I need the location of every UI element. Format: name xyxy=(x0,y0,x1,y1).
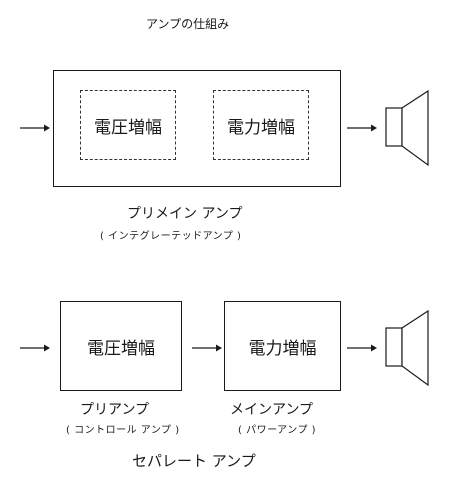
preamp-box: 電圧増幅 xyxy=(60,301,182,391)
speaker-icon xyxy=(385,89,429,167)
preamp-subcaption: ( コントロール アンプ ) xyxy=(66,425,180,436)
output-arrow-icon xyxy=(347,344,377,352)
power-amp-label: 電力増幅 xyxy=(227,117,295,138)
preamp-caption: プリアンプ xyxy=(80,402,150,418)
diagram-title: アンプの仕組み xyxy=(146,17,230,31)
separate-amp-caption: セパレート アンプ xyxy=(132,452,256,470)
input-arrow-icon xyxy=(20,344,50,352)
inter-stage-arrow-icon xyxy=(192,344,222,352)
integrated-amp-caption: プリメイン アンプ xyxy=(127,206,243,222)
main-amp-box: 電力増幅 xyxy=(224,301,341,391)
preamp-voltage-label: 電圧増幅 xyxy=(87,338,155,359)
integrated-amp-subcaption: ( インテグレーテッドアンプ ) xyxy=(100,231,242,242)
main-amp-subcaption: ( パワーアンプ ) xyxy=(238,425,317,436)
integrated-amp-box xyxy=(53,70,341,187)
main-amp-power-label: 電力増幅 xyxy=(248,338,317,359)
voltage-amp-stage: 電圧増幅 xyxy=(80,90,176,160)
speaker-icon xyxy=(385,309,429,387)
input-arrow-icon xyxy=(20,124,50,132)
voltage-amp-label: 電圧増幅 xyxy=(94,117,162,138)
power-amp-stage: 電力増幅 xyxy=(213,90,309,160)
output-arrow-icon xyxy=(347,124,377,132)
main-amp-caption: メインアンプ xyxy=(230,402,314,418)
